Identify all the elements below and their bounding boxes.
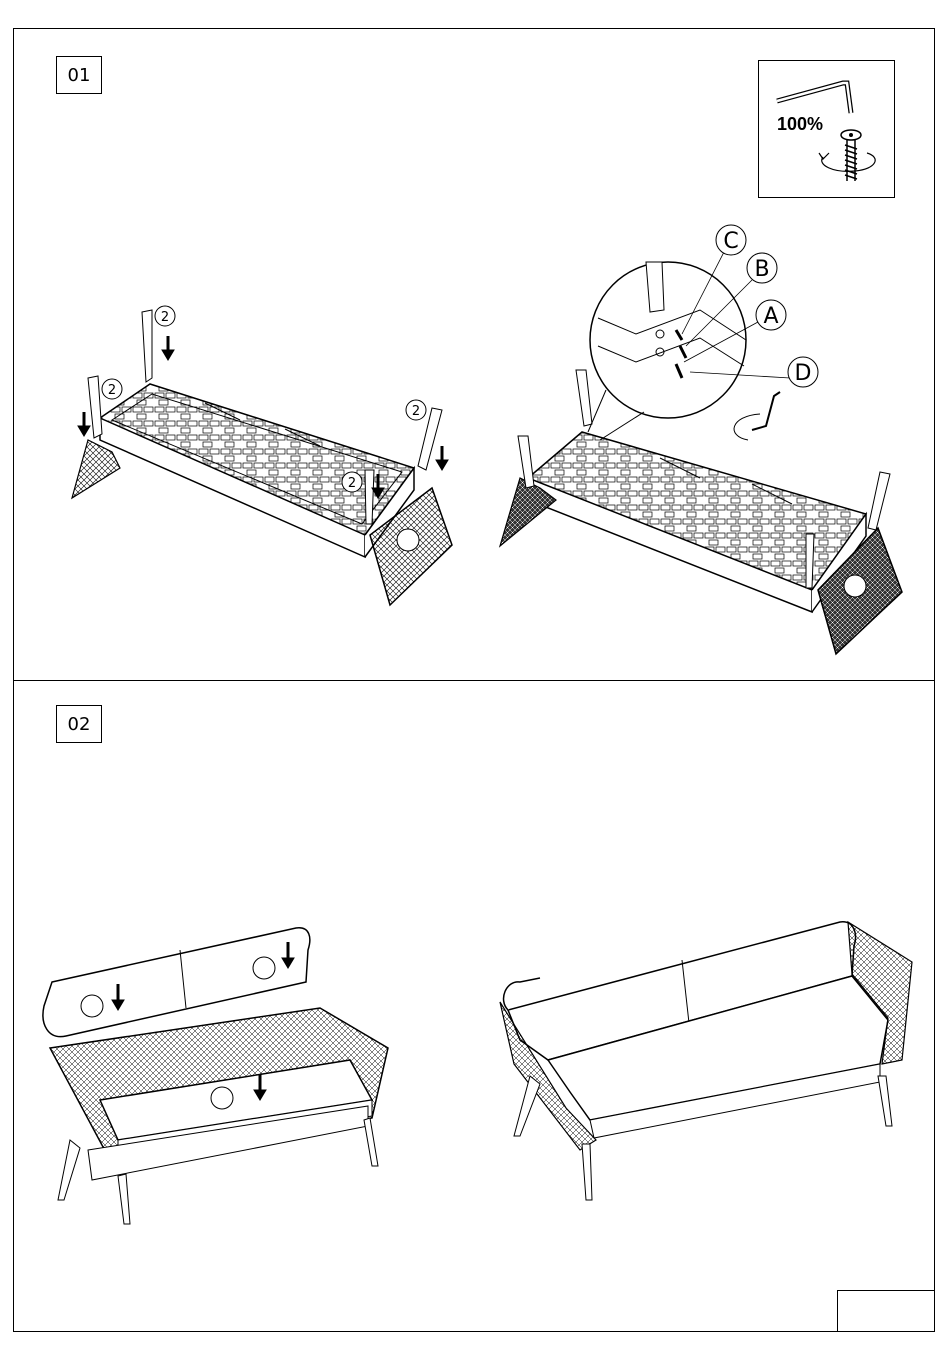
sofa-base-legs-attached-illustration <box>500 370 902 654</box>
callout-c: C <box>723 229 738 254</box>
callout-a: A <box>763 304 778 329</box>
hardware-detail-magnifier: C B A D <box>588 225 818 440</box>
sofa-base-upside-down-illustration: 2 2 2 2 <box>0 0 950 680</box>
callout-b: B <box>754 257 769 282</box>
leg-qty-label: 2 <box>412 404 420 419</box>
leg-qty-label: 2 <box>161 310 169 325</box>
callout-d: D <box>795 361 812 386</box>
cushion-placement-illustration <box>0 680 950 1280</box>
page-number-box <box>837 1290 935 1332</box>
leg-qty-label: 2 <box>108 383 116 398</box>
leg-qty-label: 2 <box>348 476 356 491</box>
